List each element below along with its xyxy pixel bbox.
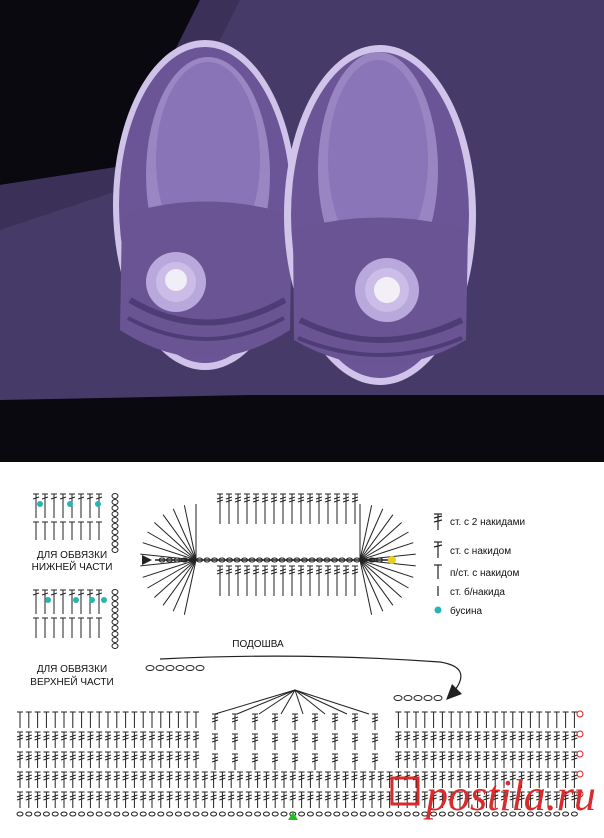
trim-upper-label-2: ВЕРХНЕЙ ЧАСТИ	[30, 675, 113, 688]
trim-upper-swatch	[32, 589, 119, 649]
legend-dc-symbol	[433, 541, 443, 558]
legend-hdc-symbol	[434, 564, 442, 579]
booties-photo	[0, 0, 604, 462]
legend-sc-label: ст. б/накида	[450, 586, 505, 598]
legend-dc2-label: ст. с 2 накидами	[450, 517, 525, 528]
trim-lower-label-2: НИЖНЕЙ ЧАСТИ	[32, 560, 113, 573]
right-button	[374, 277, 400, 303]
left-bootie	[113, 40, 297, 370]
trim-lower-label-1: ДЛЯ ОБВЯЗКИ	[37, 550, 107, 561]
right-bootie	[284, 45, 476, 385]
upper-part-chart	[16, 665, 584, 817]
legend-bead-label: бусина	[450, 605, 483, 617]
sole-label: ПОДОШВА	[232, 639, 284, 650]
trim-upper-label-1: ДЛЯ ОБВЯЗКИ	[37, 664, 107, 675]
left-button	[165, 269, 187, 291]
sole-end-marker	[388, 556, 396, 564]
watermark-text: postila.ru	[423, 771, 596, 820]
transition-arrow	[446, 684, 462, 700]
sole-start-arrow	[142, 555, 152, 565]
transition-curve	[159, 655, 462, 691]
legend-dc-label: ст. с накидом	[450, 546, 511, 557]
legend-hdc-label: п/ст. с накидом	[450, 568, 519, 579]
start-marker	[288, 812, 298, 820]
legend-bead-symbol	[434, 606, 442, 614]
sole-chart	[140, 493, 416, 615]
legend: ст. с 2 накидами ст. с накидом п/ст. с н…	[433, 513, 525, 617]
trim-lower-swatch	[32, 493, 119, 553]
legend-dc2-symbol	[433, 513, 443, 530]
watermark: postila.ru	[390, 771, 596, 820]
crochet-diagram: ДЛЯ ОБВЯЗКИ НИЖНЕЙ ЧАСТИ ДЛЯ ОБВЯЗКИ ВЕР…	[0, 462, 604, 838]
